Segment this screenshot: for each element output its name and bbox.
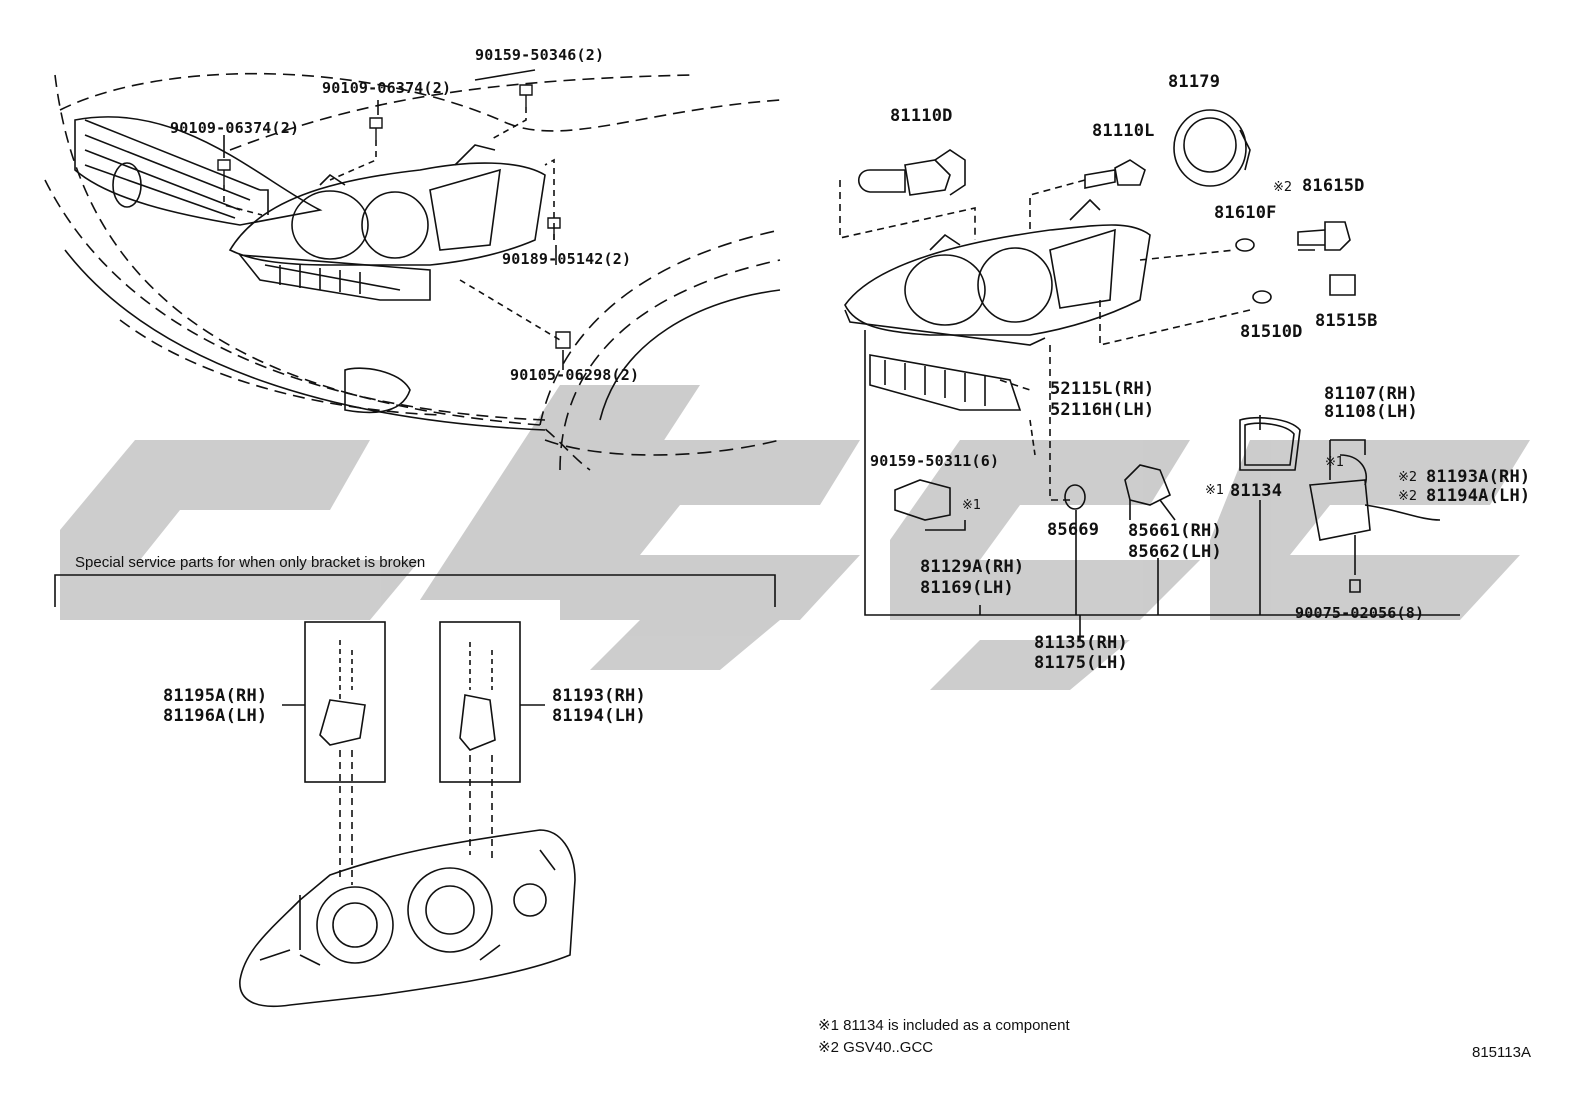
label-90109-06374-lower: 90109-06374(2) bbox=[170, 119, 300, 137]
label-81134: 81134 bbox=[1230, 481, 1283, 501]
label-90105-06298: 90105-06298(2) bbox=[510, 366, 640, 384]
label-90159-50346: 90159-50346(2) bbox=[475, 46, 605, 64]
label-90075-02056: 90075-02056(8) bbox=[1295, 604, 1425, 622]
footnote-1: ※1 81134 is included as a component bbox=[818, 1017, 1070, 1034]
label-81108: 81108(LH) bbox=[1324, 402, 1418, 422]
label-81135: 81135(RH) bbox=[1034, 633, 1128, 653]
label-81510D: 81510D bbox=[1240, 322, 1303, 342]
label-81179: 81179 bbox=[1168, 72, 1221, 92]
label-81194: 81194(LH) bbox=[552, 706, 646, 726]
label-81615D: 81615D bbox=[1302, 176, 1365, 196]
mark-2-81193A: ※2 bbox=[1398, 470, 1418, 485]
label-90159-50311: 90159-50311(6) bbox=[870, 452, 1000, 470]
label-81194A: 81194A(LH) bbox=[1426, 486, 1531, 506]
label-81129A: 81129A(RH) bbox=[920, 557, 1025, 577]
label-81175: 81175(LH) bbox=[1034, 653, 1128, 673]
label-81196A: 81196A(LH) bbox=[163, 706, 268, 726]
label-81110L: 81110L bbox=[1092, 121, 1155, 141]
label-90109-06374-upper: 90109-06374(2) bbox=[322, 79, 452, 97]
label-81169: 81169(LH) bbox=[920, 578, 1014, 598]
label-90189-05142: 90189-05142(2) bbox=[502, 250, 632, 268]
label-81193: 81193(RH) bbox=[552, 686, 646, 706]
label-81515B: 81515B bbox=[1315, 311, 1378, 331]
mark-2-81615D: ※2 bbox=[1273, 180, 1293, 195]
label-81195A: 81195A(RH) bbox=[163, 686, 268, 706]
label-52115L: 52115L(RH) bbox=[1050, 379, 1155, 399]
label-85662: 85662(LH) bbox=[1128, 542, 1222, 562]
mark-1-81107: ※1 bbox=[1325, 455, 1345, 470]
label-81110D: 81110D bbox=[890, 106, 953, 126]
label-81107: 81107(RH) bbox=[1324, 384, 1418, 404]
screw-icon bbox=[217, 84, 571, 349]
label-52116H: 52116H(LH) bbox=[1050, 400, 1155, 420]
label-85669: 85669 bbox=[1047, 520, 1100, 540]
label-81193A: 81193A(RH) bbox=[1426, 467, 1531, 487]
section-title: Special service parts for when only brac… bbox=[75, 554, 426, 571]
watermark-logo bbox=[60, 385, 1530, 690]
footnote-2: ※2 GSV40..GCC bbox=[818, 1039, 934, 1056]
mark-2-81194A: ※2 bbox=[1398, 489, 1418, 504]
label-81610F: 81610F bbox=[1214, 203, 1277, 223]
mark-1-81129A: ※1 bbox=[962, 498, 982, 513]
figure-id: 815113A bbox=[1472, 1044, 1531, 1061]
mark-1-81134: ※1 bbox=[1205, 483, 1225, 498]
linework bbox=[44, 69, 1460, 1007]
label-85661: 85661(RH) bbox=[1128, 521, 1222, 541]
